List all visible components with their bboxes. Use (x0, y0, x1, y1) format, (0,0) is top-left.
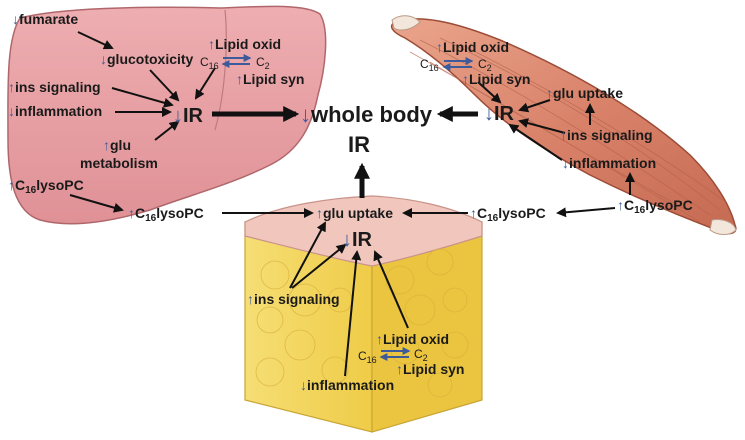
arrow-ins-ir-muscle (518, 118, 566, 134)
whole-body-ir: IR (348, 132, 370, 157)
liver-c16: C16 (200, 55, 219, 71)
muscle-c2: C2 (478, 57, 492, 73)
liver-lipid-oxid: ↑Lipid oxid (208, 36, 281, 52)
adipose-lipid-oxid: ↑Lipid oxid (376, 331, 449, 347)
liver-inflammation: ↓inflammation (8, 103, 102, 119)
liver-fumarate: ↓fumarate (12, 11, 78, 27)
muscle-lysopc: ↑C16lysoPC (617, 197, 693, 216)
arrow-glumet-ir (154, 120, 180, 141)
adipose-c2: C2 (414, 347, 428, 363)
adipose-glu-uptake: ↑glu uptake (316, 205, 393, 221)
liver-lipid-syn: ↑Lipid syn (236, 71, 304, 87)
muscle-tendon-bottom (709, 219, 737, 235)
liver-lysopc: ↑C16lysoPC (8, 177, 84, 196)
adipose-exchange-arrows (379, 347, 411, 361)
middle-lysopc-right: ↑C16lysoPC (470, 205, 546, 224)
liver-c2: C2 (256, 55, 270, 71)
muscle-inflammation: ↓inflammation (562, 155, 656, 171)
muscle-lipid-oxid: ↑Lipid oxid (436, 39, 509, 55)
liver-ir: ↓IR (173, 105, 204, 127)
arrow-glucotoxicity-ir (149, 69, 180, 102)
arrow-ins-gluuptake-adipose (289, 221, 326, 289)
arrow-ins-ir-adipose (291, 243, 347, 289)
arrow-glu-ir-muscle (518, 99, 551, 113)
liver-glucotoxicity: ↓glucotoxicity (100, 51, 194, 67)
arrow-liver-lysopc (69, 194, 124, 213)
muscle-ir: ↓IR (484, 103, 515, 125)
arrow-lipid-ir-liver (194, 67, 216, 100)
arrow-lipid-ir-adipose (373, 250, 409, 329)
adipose-inflammation: ↓inflammation (300, 377, 394, 393)
muscle-ins-signaling: ↑ins signaling (560, 127, 653, 143)
arrow-fumarate-glucotoxicity (77, 31, 114, 50)
arrow-infl-ir-muscle (508, 123, 563, 161)
liver-glu: ↑glu (103, 137, 131, 153)
liver-metabolism: metabolism (80, 155, 158, 171)
arrow-muscle-lysopc (556, 207, 616, 218)
arrow-ins-ir (111, 87, 174, 108)
adipose-ins-signaling: ↑ins signaling (247, 291, 340, 307)
muscle-tendon-top (391, 15, 421, 31)
whole-body-label: ↓whole body (300, 102, 433, 127)
arrow-infl-ir-adipose (344, 250, 362, 377)
liver-exchange-arrows (221, 54, 252, 68)
adipose-c16: C16 (358, 349, 377, 365)
middle-lysopc-left: ↑C16lysoPC (128, 205, 204, 224)
arrow-lipid-ir-muscle (477, 81, 502, 104)
muscle-c16: C16 (420, 57, 439, 73)
liver-ins-signaling: ↑ins signaling (8, 79, 101, 95)
arrows (69, 31, 635, 377)
muscle-exchange-arrows (442, 57, 474, 71)
muscle-glu-uptake: ↑glu uptake (546, 85, 623, 101)
muscle-lipid-syn: ↑Lipid syn (462, 71, 530, 87)
adipose-lipid-syn: ↑Lipid syn (396, 361, 464, 377)
adipose-ir: ↓IR (342, 229, 373, 251)
